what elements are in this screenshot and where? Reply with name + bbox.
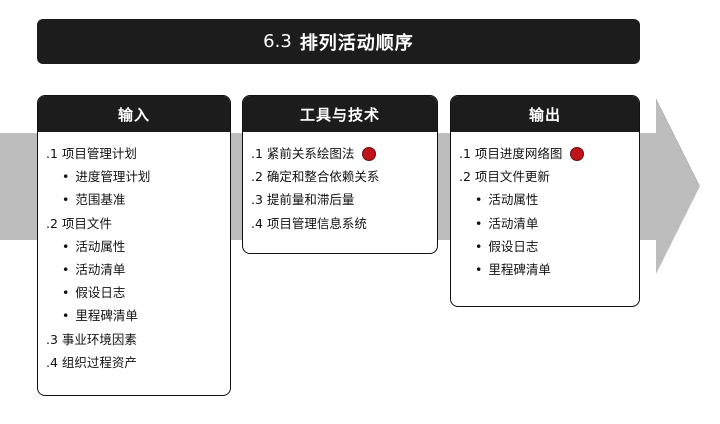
- outputs-item: 假设日志: [459, 235, 639, 258]
- process-title-bar: 6.3 排列活动顺序: [37, 19, 640, 64]
- outputs-item-label: 活动清单: [488, 215, 539, 231]
- outputs-item: .2 项目文件更新: [459, 165, 639, 188]
- inputs-header: 输入: [38, 96, 230, 132]
- inputs-item: 活动属性: [46, 235, 230, 258]
- outputs-item: 活动清单: [459, 212, 639, 235]
- inputs-item-label: .3 事业环境因素: [46, 331, 137, 347]
- outputs-list: .1 项目进度网络图 .2 项目文件更新活动属性活动清单假设日志里程碑清单: [451, 132, 639, 281]
- inputs-item: 进度管理计划: [46, 165, 230, 188]
- process-title: 排列活动顺序: [299, 32, 414, 54]
- red-dot-marker-icon: [570, 146, 585, 161]
- outputs-panel: 输出 .1 项目进度网络图 .2 项目文件更新活动属性活动清单假设日志里程碑清单: [450, 95, 640, 307]
- inputs-item: 活动清单: [46, 258, 230, 281]
- tools-header: 工具与技术: [243, 96, 437, 132]
- inputs-item: 里程碑清单: [46, 304, 230, 327]
- inputs-item-label: 进度管理计划: [75, 169, 151, 185]
- tools-item: .4 项目管理信息系统: [251, 212, 437, 235]
- inputs-item-label: 范围基准: [75, 192, 126, 208]
- outputs-item: 活动属性: [459, 188, 639, 211]
- inputs-item: 假设日志: [46, 281, 230, 304]
- outputs-item-label: .2 项目文件更新: [459, 169, 550, 185]
- outputs-item: .1 项目进度网络图: [459, 142, 639, 165]
- inputs-item: .2 项目文件: [46, 212, 230, 235]
- outputs-item: 里程碑清单: [459, 258, 639, 281]
- inputs-item: .4 组织过程资产: [46, 351, 230, 374]
- tools-list: .1 紧前关系绘图法 .2 确定和整合依赖关系 .3 提前量和滞后量 .4 项目管理信…: [243, 132, 437, 235]
- tools-item: .3 提前量和滞后量: [251, 188, 437, 211]
- process-number: 6.3: [263, 31, 292, 52]
- inputs-panel: 输入 .1 项目管理计划进度管理计划范围基准 .2 项目文件活动属性活动清单假设日…: [37, 95, 231, 396]
- inputs-item-label: 假设日志: [75, 285, 126, 301]
- tools-item-label: .2 确定和整合依赖关系: [251, 169, 380, 185]
- outputs-header: 输出: [451, 96, 639, 132]
- outputs-item-label: 活动属性: [488, 192, 539, 208]
- tools-item: .1 紧前关系绘图法: [251, 142, 437, 165]
- inputs-item-label: 活动清单: [75, 262, 126, 278]
- inputs-item-label: .4 组织过程资产: [46, 354, 137, 370]
- inputs-item-label: .1 项目管理计划: [46, 146, 137, 161]
- tools-item-label: .1 紧前关系绘图法: [251, 146, 355, 161]
- tools-item: .2 确定和整合依赖关系: [251, 165, 437, 188]
- outputs-item-label: 里程碑清单: [488, 262, 551, 278]
- outputs-item-label: 假设日志: [488, 238, 539, 254]
- inputs-item-label: 里程碑清单: [75, 308, 138, 324]
- inputs-item: .1 项目管理计划: [46, 142, 230, 165]
- tools-item-label: .4 项目管理信息系统: [251, 215, 367, 231]
- tools-panel: 工具与技术 .1 紧前关系绘图法 .2 确定和整合依赖关系 .3 提前量和滞后量 .4…: [242, 95, 438, 254]
- inputs-item-label: .2 项目文件: [46, 215, 112, 231]
- red-dot-marker-icon: [362, 146, 377, 161]
- inputs-item: .3 事业环境因素: [46, 328, 230, 351]
- inputs-item: 范围基准: [46, 188, 230, 211]
- inputs-list: .1 项目管理计划进度管理计划范围基准 .2 项目文件活动属性活动清单假设日志里程…: [38, 132, 230, 374]
- outputs-item-label: .1 项目进度网络图: [459, 146, 563, 161]
- tools-item-label: .3 提前量和滞后量: [251, 192, 355, 208]
- inputs-item-label: 活动属性: [75, 238, 126, 254]
